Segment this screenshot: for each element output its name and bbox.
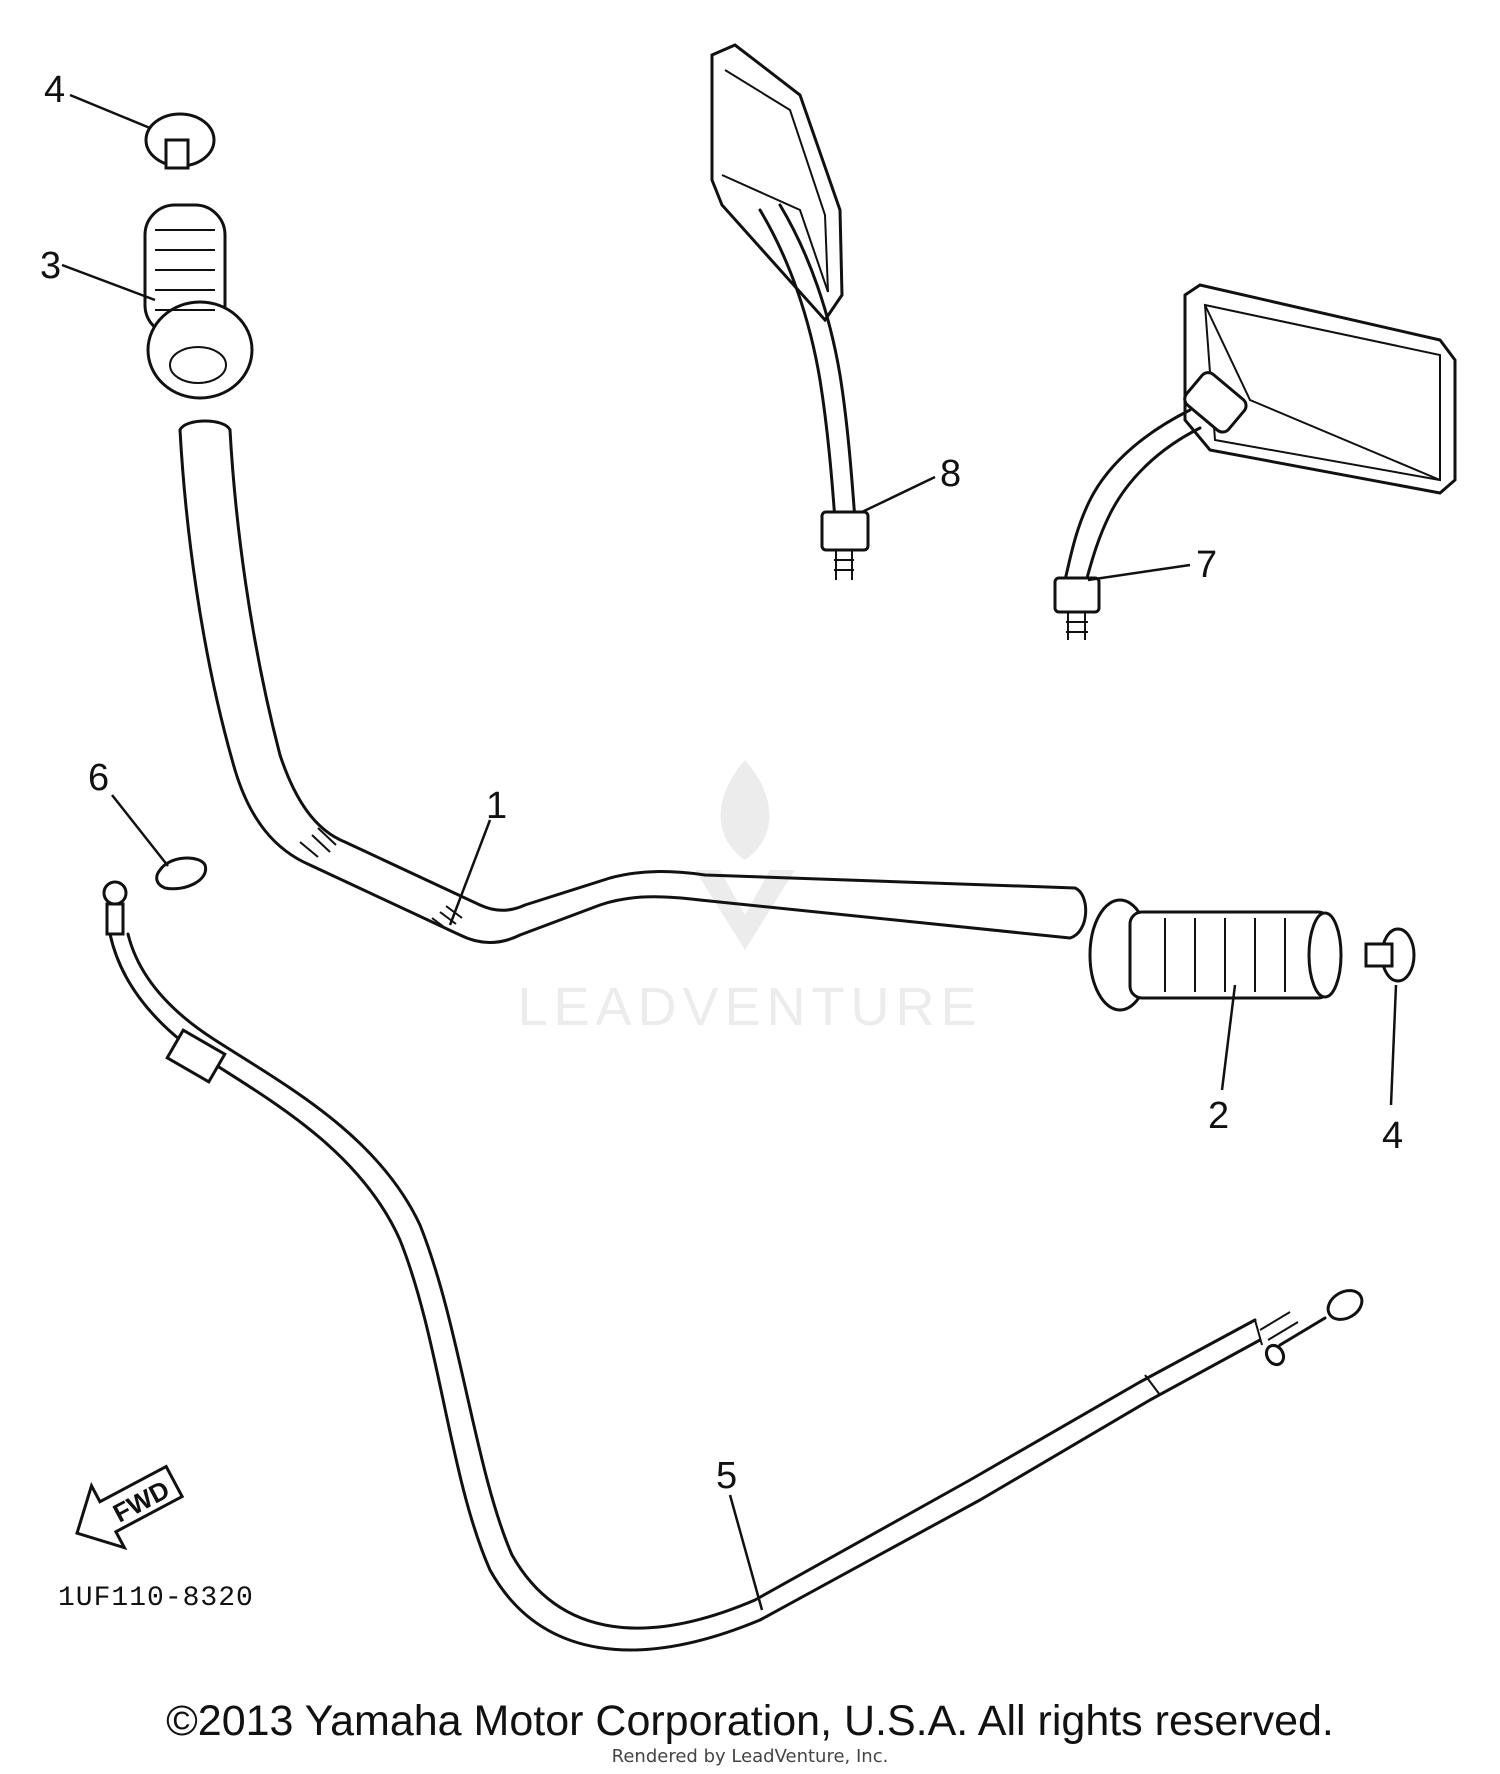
right-grip — [1088, 898, 1343, 1012]
watermark-text: LEADVENTURE — [517, 977, 982, 1037]
callout-1: 1 — [486, 785, 507, 827]
left-grip — [143, 203, 254, 400]
callout-3: 3 — [40, 245, 61, 287]
handlebar — [178, 419, 1088, 944]
watermark: LEADVENTURE — [517, 760, 982, 1037]
mirror-left — [710, 43, 870, 580]
callout-8: 8 — [940, 453, 961, 495]
throttle-cable — [102, 880, 1364, 1652]
copyright-text: ©2013 Yamaha Motor Corporation, U.S.A. A… — [166, 1697, 1334, 1745]
callout-6: 6 — [88, 757, 109, 799]
leader-lines — [61, 93, 1398, 1611]
callout-labels: 1 2 3 4 4 5 6 7 8 — [40, 69, 1403, 1497]
callout-7: 7 — [1196, 544, 1217, 586]
callout-2: 2 — [1208, 1095, 1229, 1137]
bar-end-right — [1364, 927, 1416, 983]
diagram-code: 1UF110-8320 — [58, 1583, 254, 1614]
callout-4-right: 4 — [1382, 1115, 1403, 1157]
callout-4-top: 4 — [44, 69, 65, 111]
fwd-arrow: FWD — [75, 1464, 185, 1551]
callout-5: 5 — [716, 1455, 737, 1497]
bar-end-left — [144, 112, 216, 170]
mirror-right — [1053, 283, 1457, 640]
rendered-by-text: Rendered by LeadVenture, Inc. — [612, 1746, 889, 1767]
cable-guide — [155, 856, 208, 891]
